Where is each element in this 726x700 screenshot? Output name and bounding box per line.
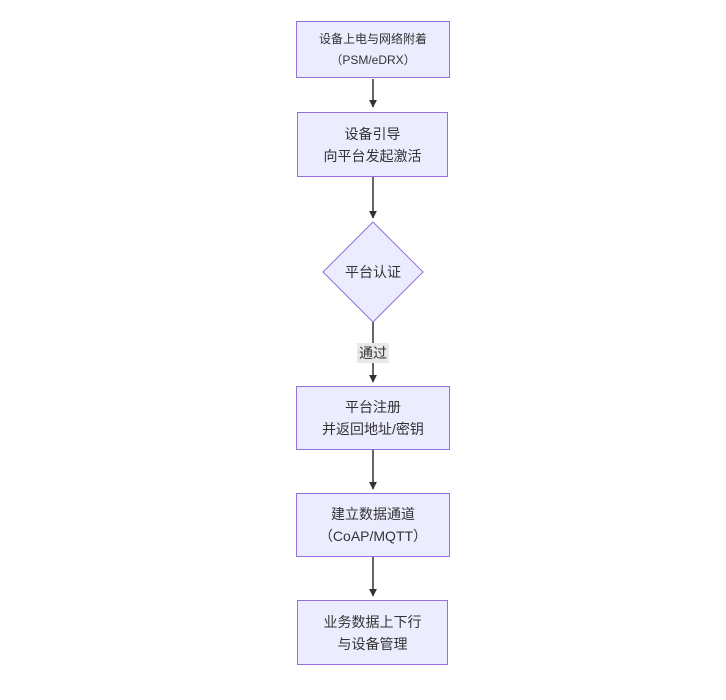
node-label: 业务数据上下行 <box>323 613 422 630</box>
node-sublabel: 与设备管理 <box>337 635 408 652</box>
node-sublabel: （CoAP/MQTT） <box>318 528 428 544</box>
node-sublabel: （PSM/eDRX） <box>330 52 416 67</box>
node-device-bootstrap: 设备引导 向平台发起激活 <box>297 112 448 177</box>
node-label: 设备上电与网络附着 <box>318 31 427 46</box>
node-label: 建立数据通道 <box>331 506 415 522</box>
decision-diamond-shape <box>322 221 424 323</box>
node-sublabel: 并返回地址/密钥 <box>322 421 424 437</box>
decision-label: 平台认证 <box>345 264 401 280</box>
node-power-on-network-attach: 设备上电与网络附着 （PSM/eDRX） <box>296 21 450 78</box>
node-label: 平台注册 <box>345 399 401 415</box>
node-sublabel: 向平台发起激活 <box>323 147 422 164</box>
node-platform-register: 平台注册 并返回地址/密钥 <box>296 386 450 450</box>
decision-platform-auth: 平台认证 <box>323 222 423 322</box>
node-business-data-device-mgmt: 业务数据上下行 与设备管理 <box>297 600 448 665</box>
edge-label-pass: 通过 <box>357 343 389 363</box>
node-label: 设备引导 <box>344 125 401 142</box>
node-data-channel: 建立数据通道 （CoAP/MQTT） <box>296 493 450 557</box>
